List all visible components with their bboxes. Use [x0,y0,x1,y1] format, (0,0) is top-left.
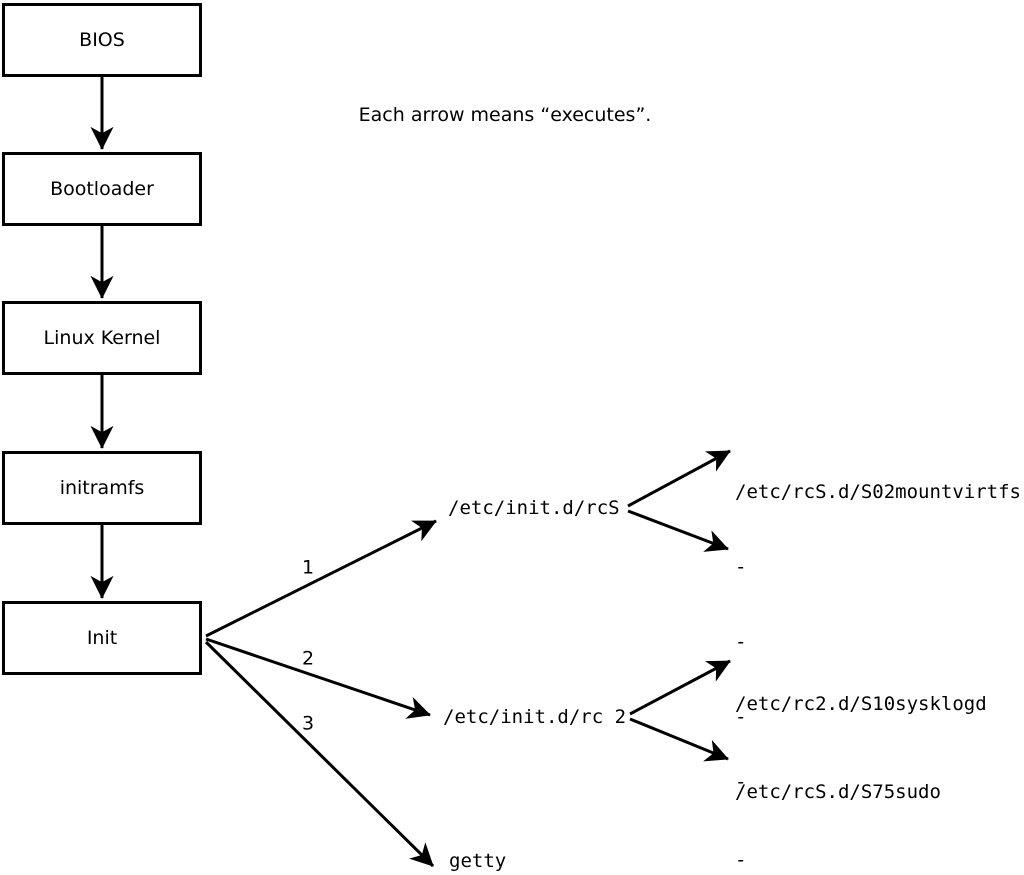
node-bios-label: BIOS [79,28,125,51]
rc2-script-list: /etc/rc2.d/S10sysklogd - - - /etc/rc2.d/… [735,639,987,875]
arrow-rcs-to-s02mountvirtfs [627,449,731,508]
node-init-label: Init [86,626,118,649]
legend-note: Each arrow means “executes”. [358,104,652,126]
branch-number-3: 3 [301,712,315,735]
rcs-script-item: - [735,631,747,653]
arrow-init-to-rc2 [205,637,431,719]
arrow-init-to-rcs [205,519,437,638]
node-bootloader: Bootloader [2,152,202,226]
node-linux-kernel-label: Linux Kernel [43,326,161,349]
node-bootloader-label: Bootloader [50,177,154,200]
rc2-script-item: - [735,849,747,871]
rcs-script-list: /etc/rcS.d/S02mountvirtfs - - - /etc/rcS… [735,430,1021,855]
arrow-rcs-to-s75sudo [627,509,729,552]
branch-number-2: 2 [301,647,315,670]
node-init-d-rcs: /etc/init.d/rcS [448,497,620,519]
branch-number-1: 1 [301,556,315,579]
node-bios: BIOS [2,3,202,77]
node-initramfs: initramfs [2,451,202,525]
rcs-script-item: - [735,706,747,728]
rcs-script-item: - [735,556,747,578]
arrow-rc2-to-s10sysklogd [629,659,731,716]
node-initramfs-label: initramfs [59,476,145,499]
node-getty: getty [449,850,507,872]
node-linux-kernel: Linux Kernel [2,301,202,375]
rc2-script-item: - [735,771,747,793]
node-init: Init [2,601,202,675]
arrow-init-to-getty [204,640,435,868]
rc2-script-item: /etc/rc2.d/S10sysklogd [735,693,987,715]
arrow-rc2-to-s99gdm [629,717,729,762]
node-init-d-rc2: /etc/init.d/rc 2 [443,706,627,728]
rcs-script-item: /etc/rcS.d/S75sudo [735,781,941,803]
rcs-script-item: /etc/rcS.d/S02mountvirtfs [735,481,1021,503]
